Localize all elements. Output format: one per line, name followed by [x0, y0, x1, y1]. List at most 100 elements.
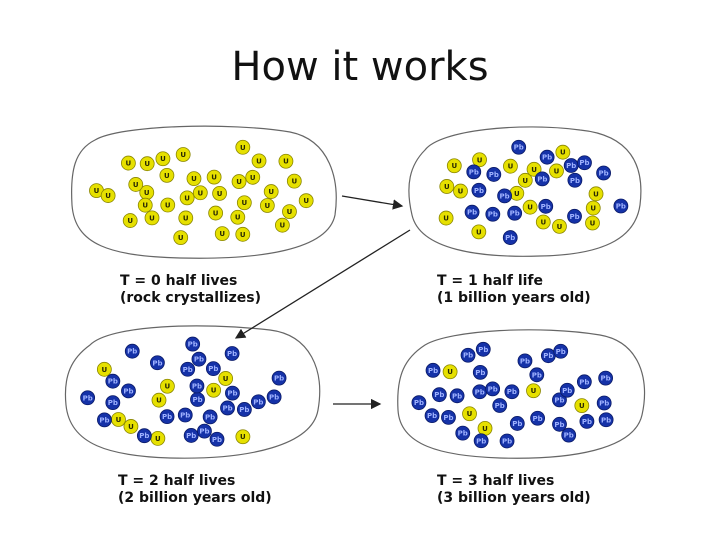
uranium-atom [155, 151, 171, 167]
uranium-atom [175, 147, 191, 162]
lead-atom [271, 370, 287, 386]
uranium-atom [438, 210, 454, 226]
slide-title: How it works [231, 44, 489, 90]
lead-atom-label: Pb [152, 359, 162, 367]
atoms-panel-t2: UUUUUUUUUPbPbPbPbPbPbPbPbPbPbPbPbPbPbPbP… [80, 336, 287, 447]
lead-atom [449, 388, 465, 404]
lead-atom-label: Pb [83, 394, 93, 402]
uranium-atom-label: U [444, 183, 450, 191]
uranium-atom-label: U [211, 174, 217, 182]
lead-atom [553, 343, 569, 359]
uranium-atom-label: U [133, 181, 139, 189]
lead-atom [499, 433, 515, 449]
lead-atom [205, 361, 221, 377]
lead-atom-label: Pb [616, 203, 626, 211]
lead-atom [266, 389, 282, 405]
lead-atom [473, 433, 489, 449]
uranium-atom-label: U [303, 197, 309, 205]
uranium-atom-label: U [191, 175, 197, 183]
lead-atom-label: Pb [205, 413, 215, 421]
lead-atom [97, 412, 112, 428]
lead-atom [466, 164, 482, 180]
lead-atom [124, 343, 140, 359]
uranium-atom [446, 158, 462, 174]
uranium-atom-label: U [467, 410, 473, 418]
lead-atom-label: Pb [192, 396, 202, 404]
uranium-atom [122, 213, 138, 228]
uranium-atom [235, 226, 251, 242]
uranium-atom-label: U [235, 214, 241, 222]
uranium-atom [298, 193, 314, 209]
lead-atom [455, 425, 471, 441]
uranium-atom [263, 184, 279, 199]
lead-atom-label: Pb [566, 162, 576, 170]
lead-atom-label: Pb [533, 415, 543, 423]
uranium-atom [522, 199, 538, 215]
lead-atom-label: Pb [452, 392, 462, 400]
lead-atom-label: Pb [443, 414, 453, 422]
lead-atom-label: Pb [579, 378, 589, 386]
lead-atom-label: Pb [579, 159, 589, 167]
lead-atom-label: Pb [458, 430, 468, 438]
uranium-atom [442, 364, 458, 380]
uranium-atom [286, 173, 302, 189]
uranium-atom-label: U [514, 190, 520, 198]
uranium-atom [144, 210, 160, 226]
lead-atom-label: Pb [208, 365, 218, 373]
uranium-atom-label: U [280, 222, 286, 230]
lead-atom-label: Pb [108, 399, 118, 407]
uranium-atom-label: U [560, 149, 566, 157]
uranium-atom-label: U [531, 387, 537, 395]
uranium-atom-label: U [241, 199, 247, 207]
uranium-atom [208, 205, 224, 221]
uranium-atom [552, 218, 567, 234]
arrow-t0-to-t1 [341, 195, 404, 210]
lead-atom-label: Pb [488, 211, 498, 219]
uranium-atom [517, 172, 533, 188]
uranium-atom [192, 185, 208, 201]
uranium-atom [230, 209, 246, 225]
lead-atom [509, 416, 525, 431]
lead-atom-label: Pb [570, 177, 580, 185]
lead-atom [105, 395, 121, 411]
uranium-atom-label: U [165, 202, 171, 210]
uranium-atom-label: U [268, 188, 274, 196]
caption-t2-line2: (2 billion years old) [118, 490, 272, 506]
lead-atom-label: Pb [188, 341, 198, 349]
lead-atom-label: Pb [274, 375, 284, 383]
caption-t0-line2: (rock crystallizes) [120, 290, 261, 306]
lead-atom-label: Pb [180, 412, 190, 420]
uranium-atom-label: U [178, 234, 184, 242]
lead-atom-label: Pb [428, 367, 438, 375]
uranium-atom-label: U [447, 368, 453, 376]
uranium-atom-label: U [116, 416, 122, 424]
lead-atom [471, 182, 487, 198]
lead-atom-label: Pb [253, 398, 263, 406]
lead-atom-label: Pb [489, 171, 499, 179]
uranium-atom [549, 163, 564, 179]
lead-atom [579, 414, 595, 429]
uranium-atom-label: U [590, 220, 596, 228]
uranium-atom-label: U [128, 423, 134, 431]
uranium-atom-label: U [557, 223, 563, 231]
lead-atom-label: Pb [127, 348, 137, 356]
caption-t1-line2: (1 billion years old) [437, 290, 591, 306]
uranium-atom [526, 383, 541, 399]
lead-atom-label: Pb [556, 348, 566, 356]
caption-t0-line1: T = 0 half lives [120, 273, 237, 289]
uranium-atom-label: U [105, 192, 111, 200]
uranium-atom-label: U [451, 162, 457, 170]
lead-atom [502, 230, 518, 245]
lead-atom-label: Pb [512, 420, 522, 428]
uranium-atom [251, 153, 267, 169]
uranium-atom [462, 406, 477, 422]
uranium-atom-label: U [180, 151, 186, 159]
uranium-atom [245, 169, 261, 185]
lead-atom [185, 336, 201, 352]
lead-atom-label: Pb [532, 371, 542, 379]
lead-atom-label: Pb [469, 168, 479, 176]
lead-atom-label: Pb [601, 416, 611, 424]
lead-atom-label: Pb [537, 175, 547, 183]
uranium-atom-label: U [522, 177, 528, 185]
uranium-atom [96, 361, 112, 377]
